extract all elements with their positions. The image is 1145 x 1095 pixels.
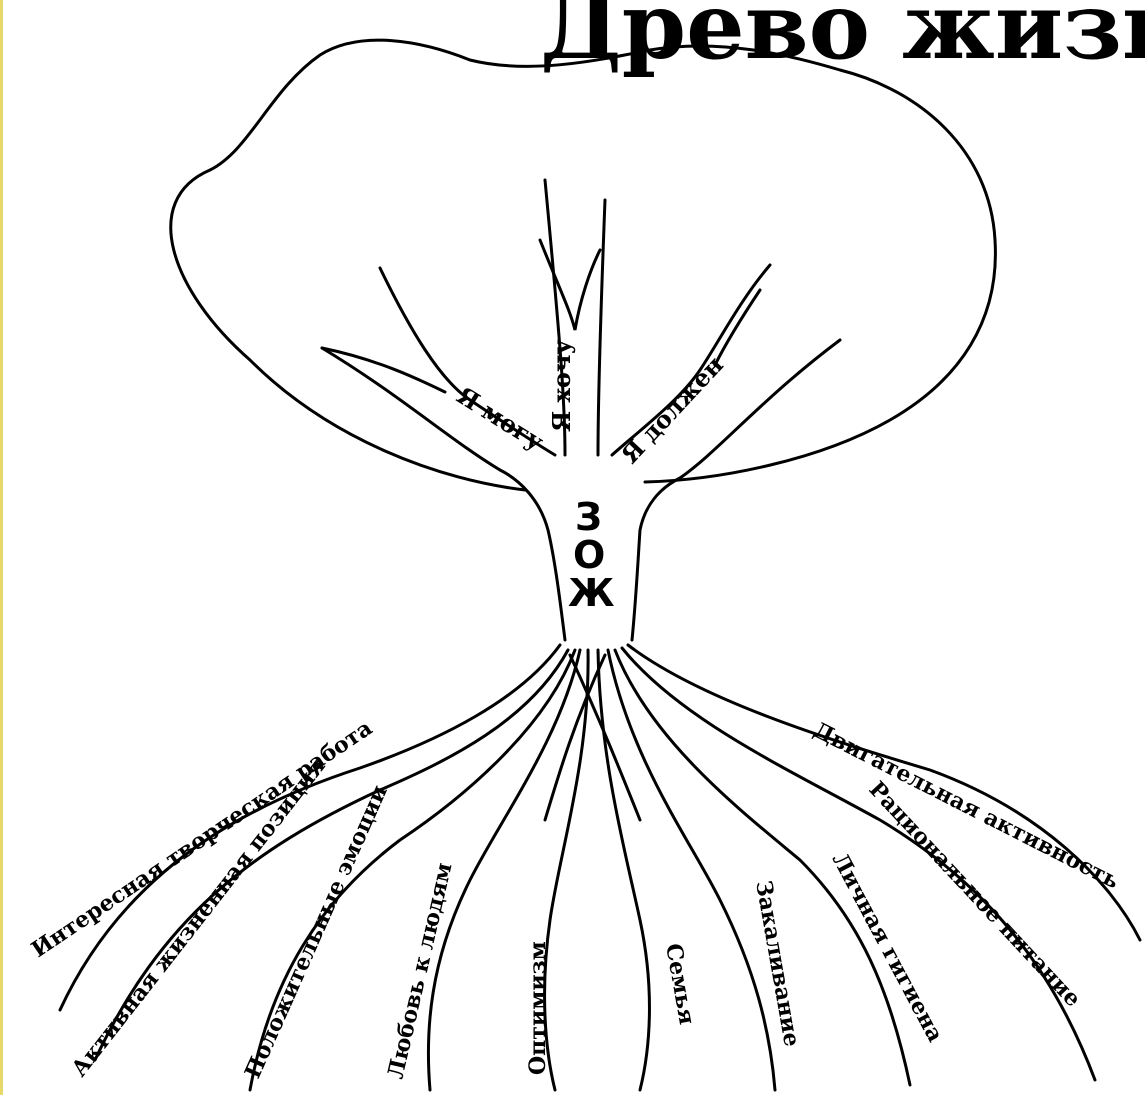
branch-center-notch bbox=[540, 240, 600, 330]
root-line bbox=[608, 650, 775, 1090]
branch-label-can: Я могу bbox=[452, 380, 550, 456]
diagram-title: Древо жизни bbox=[540, 0, 1145, 80]
trunk-left bbox=[500, 470, 565, 640]
root-label-family: Семья bbox=[660, 942, 700, 1027]
root-label-hygiene: Личная гигиена bbox=[827, 849, 949, 1047]
trunk-right bbox=[632, 478, 680, 640]
branch-left-notch bbox=[322, 348, 445, 392]
root-line bbox=[598, 650, 649, 1090]
root-label-optimism: Оптимизм bbox=[525, 941, 551, 1075]
trunk-letter-zh: Ж bbox=[568, 571, 615, 615]
root-label-love-people: Любовь к людям bbox=[383, 860, 458, 1081]
branch-right-notch bbox=[715, 290, 760, 365]
root-label-hardening: Закаливание bbox=[750, 879, 805, 1049]
tree-crown bbox=[171, 40, 996, 490]
branch-label-want: Я хочу bbox=[547, 339, 576, 432]
branch-center-right bbox=[598, 200, 605, 455]
root-line bbox=[545, 650, 589, 1090]
